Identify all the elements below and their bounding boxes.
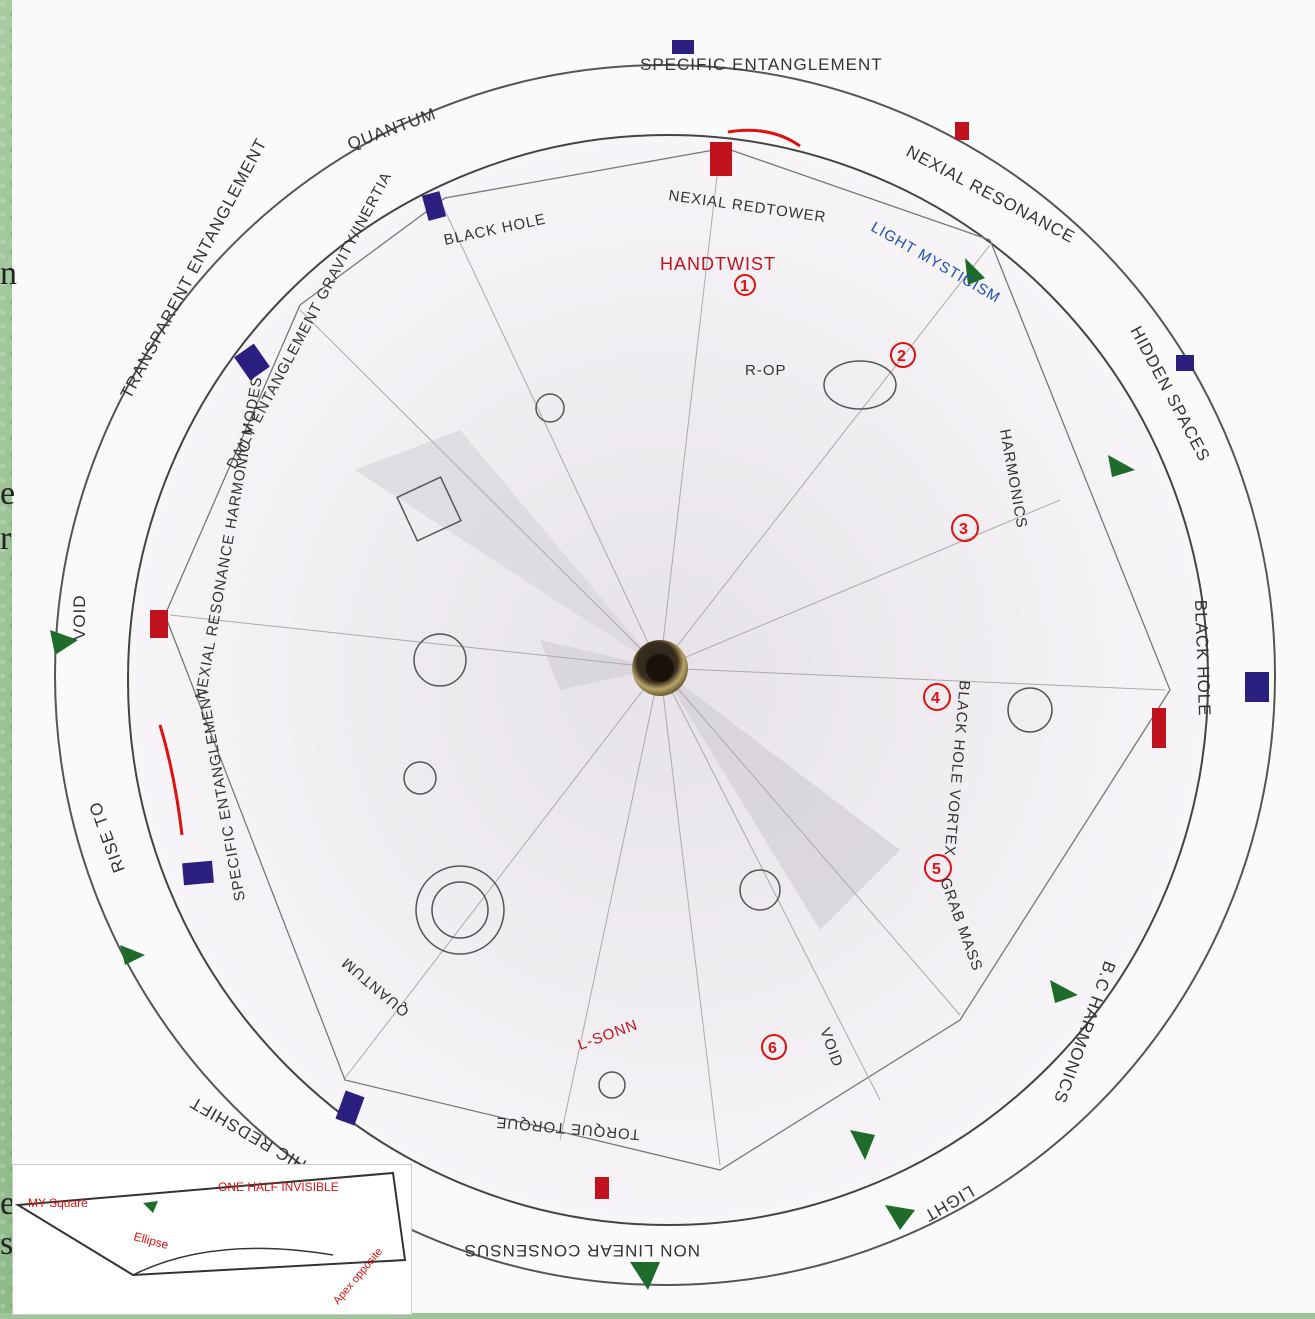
number-label: 1 (740, 278, 749, 295)
red-arrow (727, 128, 801, 148)
red-marker (1152, 708, 1166, 748)
green-arrow (120, 945, 145, 965)
apple-symbol (598, 1071, 626, 1099)
inset-outline (14, 1171, 407, 1277)
center-hole (646, 654, 674, 682)
number-circle (890, 342, 916, 368)
spiral-symbol (415, 865, 505, 955)
number-label: 4 (931, 690, 940, 707)
purple-marker (421, 191, 447, 221)
number-circle (924, 854, 952, 882)
inset-label: Ellipse (132, 1229, 170, 1252)
ring-symbol (413, 633, 467, 687)
inset-curve (132, 1247, 334, 1276)
purple-marker (672, 40, 694, 54)
number-label: 6 (768, 1040, 777, 1057)
inner-label: HANDTWIST (660, 254, 776, 274)
number-circle (923, 683, 951, 711)
purple-marker (234, 343, 270, 381)
outer-label: VOID (70, 594, 89, 640)
number-circle (734, 274, 756, 296)
fan-symbol (823, 360, 897, 410)
inset-label: Apex opposite (331, 1246, 385, 1307)
inset-label: ONE HALF INVISIBLE (218, 1180, 339, 1194)
margin-text-fragment: s (0, 1225, 14, 1262)
green-arrow (143, 1201, 158, 1213)
red-marker (150, 610, 168, 638)
number-circle (951, 514, 979, 542)
green-arrow (1108, 455, 1135, 477)
ball-symbol (535, 393, 565, 423)
margin-text-fragment: n (0, 255, 17, 292)
purple-marker (335, 1090, 365, 1126)
margin-text-fragment: r (0, 520, 12, 557)
shaded-wedge (660, 668, 900, 930)
spiral-symbol (403, 761, 437, 795)
number-label: 2 (897, 348, 906, 365)
black-hole-symbol (1007, 687, 1053, 733)
purple-marker (1176, 355, 1194, 371)
red-marker (955, 122, 969, 140)
shaded-wedge (540, 640, 660, 690)
green-arrow (1050, 980, 1078, 1003)
margin-text-fragment: e (0, 1185, 16, 1222)
purple-marker (1245, 672, 1269, 702)
red-arrow (158, 724, 184, 836)
number-label: 5 (932, 861, 941, 878)
green-arrow (885, 1205, 915, 1230)
inner-polygon (164, 147, 1171, 1171)
green-arrow (965, 258, 985, 285)
spokes (169, 149, 1166, 1166)
green-arrow (50, 630, 78, 655)
shaded-wedge (355, 430, 660, 668)
margin-text-fragment: e (0, 475, 16, 512)
number-label: 3 (959, 521, 968, 538)
outer-label: NON LINEAR CONSENSUS (464, 1241, 700, 1260)
red-marker (710, 142, 732, 176)
number-circle (761, 1034, 787, 1060)
outer-label: BLACK HOLE (1191, 599, 1214, 716)
inner-label: R-OP (745, 362, 787, 379)
purple-marker (182, 860, 214, 886)
inset-label: MY Square (28, 1196, 88, 1210)
grid-symbol (396, 476, 462, 542)
inset-sketch: MY Square ONE HALF INVISIBLE Ellipse Ape… (12, 1164, 412, 1315)
green-arrow (630, 1262, 660, 1290)
outer-label: SPECIFIC ENTANGLEMENT (640, 55, 883, 74)
coil-symbol (739, 869, 781, 911)
spiral-symbol (431, 881, 489, 939)
red-marker (595, 1177, 609, 1199)
inset-drawing: MY Square ONE HALF INVISIBLE Ellipse Ape… (14, 1171, 407, 1307)
green-arrow (850, 1130, 875, 1160)
